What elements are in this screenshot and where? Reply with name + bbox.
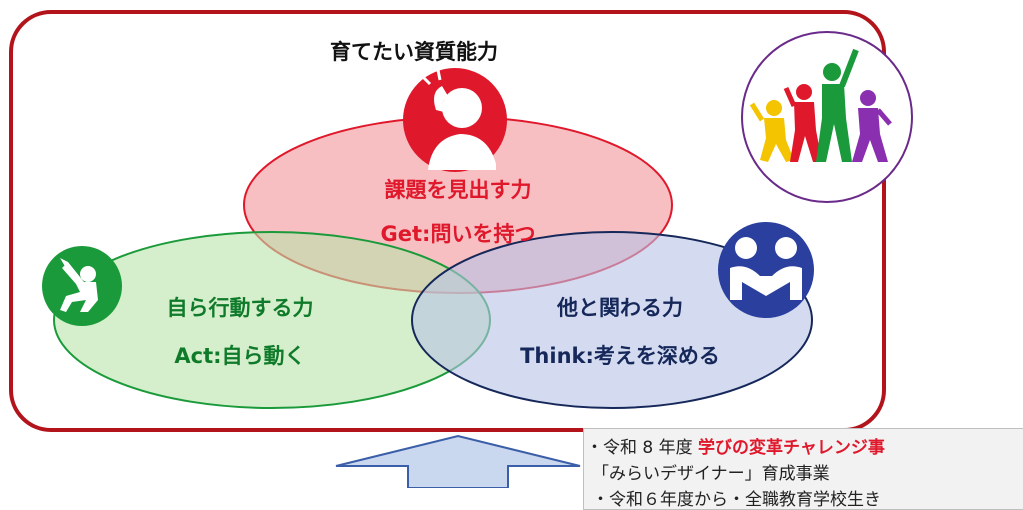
info-box: ・令和 8 年度 学びの変革チャレンジ事 「みらいデザイナー」育成事業 ・令和６… — [583, 428, 1023, 510]
diagram-canvas — [9, 10, 913, 488]
info-line-1-prefix: ・令和 8 年度 — [586, 438, 699, 458]
info-line-1-highlight: 学びの変革チャレンジ事 — [698, 438, 885, 458]
skill-green-name: 自ら行動する力 — [166, 296, 314, 320]
info-line-3: ・令和６年度から・全職教育学校生き — [592, 490, 881, 510]
upward-arrow — [335, 434, 581, 488]
skill-green-tagline: Act:自ら動く — [174, 344, 306, 368]
cheering-people-icon — [749, 48, 892, 162]
ellipse-blue — [411, 231, 813, 409]
thinking-person-icon — [403, 68, 507, 172]
outer-frame — [9, 10, 886, 432]
skill-red-tagline: Get:問いを持つ — [380, 222, 536, 246]
skill-blue-name: 他と関わる力 — [557, 296, 683, 320]
page-title: 育てたい資質能力 — [330, 40, 498, 64]
info-line-1: ・令和 8 年度 学びの変革チャレンジ事 — [586, 433, 885, 458]
pointing-person-icon — [42, 246, 122, 326]
skill-blue-tagline: Think:考えを深める — [520, 344, 720, 368]
handshake-icon — [718, 222, 814, 318]
info-line-2: 「みらいデザイナー」育成事業 — [592, 464, 830, 484]
skill-red-name: 課題を見出す力 — [384, 178, 532, 202]
